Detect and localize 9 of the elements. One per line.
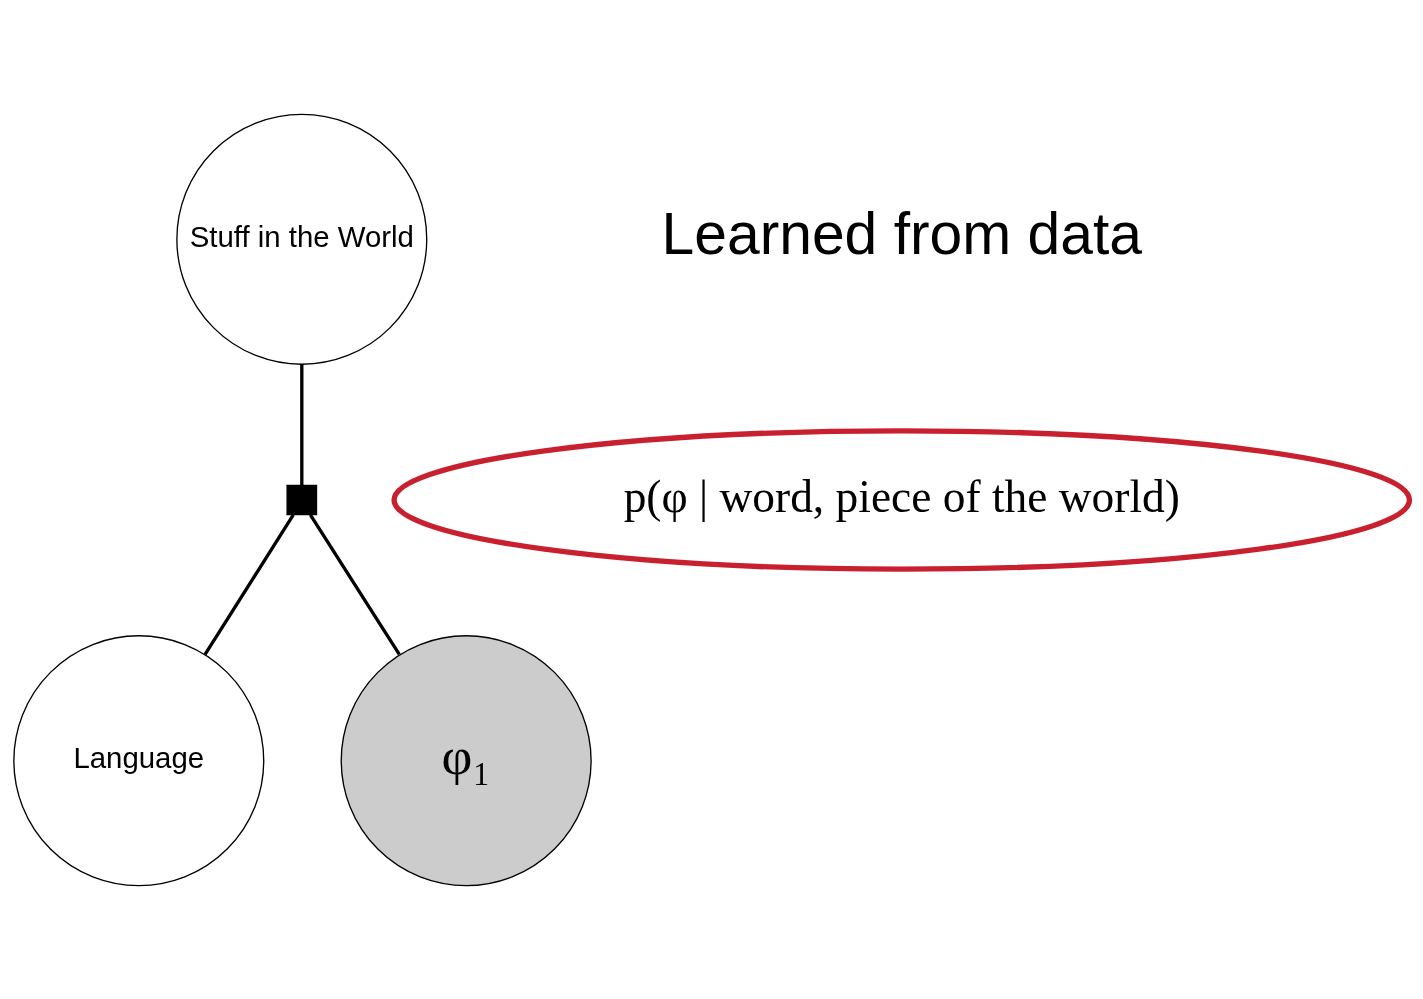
node-ellipse: p(φ | word, piece of the world) bbox=[391, 427, 1413, 572]
node-circle: Language bbox=[13, 634, 265, 886]
node-circle: φ₁ bbox=[340, 634, 592, 886]
node-box bbox=[286, 484, 318, 515]
node-label: Learned from data bbox=[661, 200, 1142, 266]
node-circle: Stuff in the World bbox=[176, 113, 428, 365]
connector bbox=[309, 513, 401, 655]
connector bbox=[300, 363, 304, 485]
connector bbox=[203, 513, 295, 655]
